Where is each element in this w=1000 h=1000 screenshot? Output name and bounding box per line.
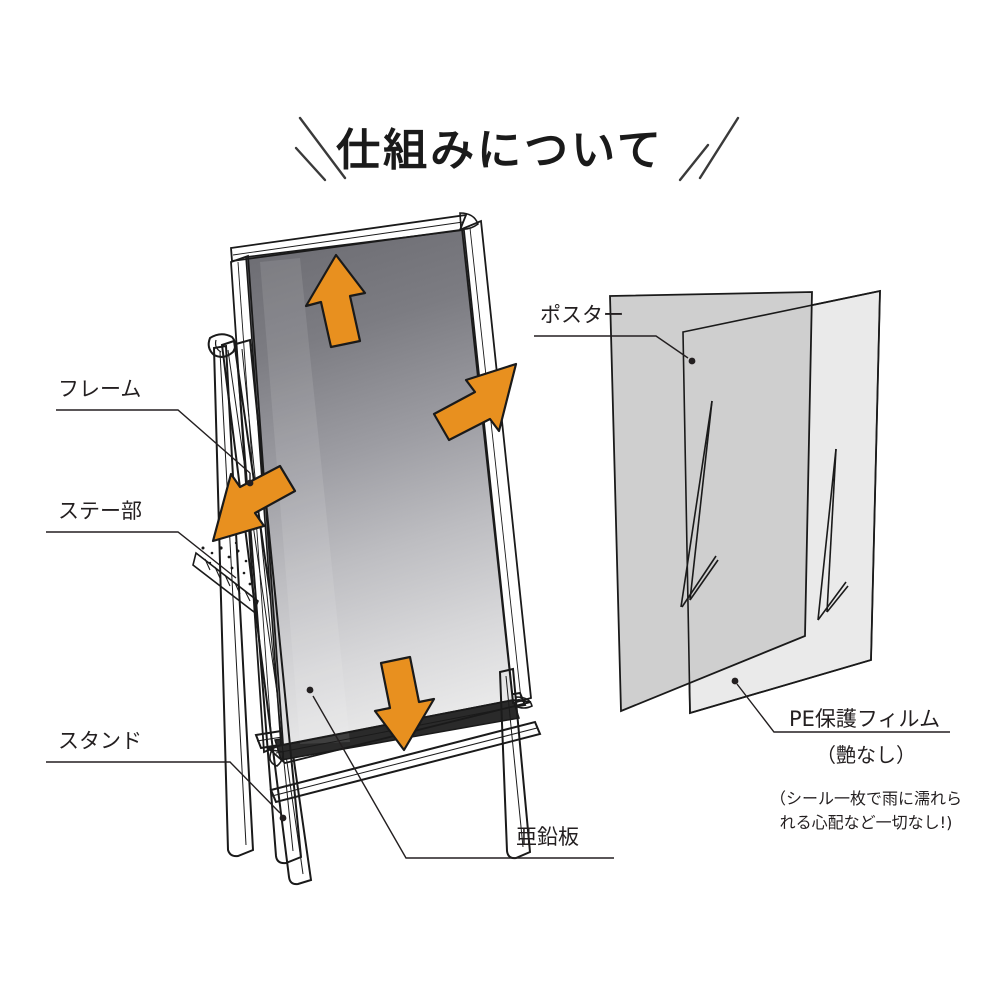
label-frame: フレーム <box>56 377 254 487</box>
front-leg-near-tube <box>234 338 303 865</box>
stay-bar <box>192 541 259 614</box>
arrow-down-icon <box>373 655 436 752</box>
poster-panel <box>245 229 520 761</box>
label-pe-film-text: PE保護フィルム <box>789 707 940 731</box>
frame-rail-left <box>230 254 284 754</box>
double-slash-right-icon-line-1 <box>698 116 740 180</box>
frame-rail-top-line <box>232 221 464 256</box>
sheet-shine-lines <box>680 400 849 621</box>
stand-hinge <box>207 333 237 358</box>
page-title: 仕組みについて <box>336 125 664 176</box>
label-frame-text: フレーム <box>58 377 141 401</box>
pe-film-note-line-2: れる心配など一切なし!) <box>780 813 953 832</box>
rear-leg-tube <box>212 344 255 858</box>
arrow-up-right-icon <box>432 362 518 442</box>
label-zinc-plate-leader <box>312 695 614 859</box>
hinge-detail <box>214 339 222 353</box>
pe-film-note: （シール一枚で雨に濡れら れる心配など一切なし!) <box>770 789 962 832</box>
label-poster-text: ポスター <box>540 303 624 327</box>
stand-front-leg-near <box>234 338 303 865</box>
label-zinc-plate-dot <box>306 686 314 694</box>
front-leg-far-highlight <box>505 675 524 848</box>
pe-film-note-line-1: （シール一枚で雨に濡れら <box>770 789 962 808</box>
label-stay: ステー部 <box>46 499 237 579</box>
rear-brace-tube <box>220 339 313 886</box>
label-pe-film-dot <box>731 677 739 685</box>
label-zinc-plate-text: 亜鉛板 <box>516 825 579 849</box>
label-pe-film-sub-text: （艶なし） <box>816 743 916 767</box>
pe-film-sheet-outline <box>682 290 881 715</box>
stay-speckles <box>201 541 254 586</box>
label-poster-dot <box>688 357 696 365</box>
double-slash-left-icon-line-2 <box>294 146 327 182</box>
frame-rail-right <box>461 219 532 705</box>
label-stay-text: ステー部 <box>58 499 142 523</box>
double-slash-right-icon-line-2 <box>678 143 710 182</box>
frame-rail-right-line <box>469 227 522 700</box>
label-pe-film-leader <box>736 683 950 733</box>
stay-bar-body <box>192 551 259 614</box>
arrow-down-left-icon <box>211 464 297 543</box>
rear-leg-highlight <box>219 351 247 846</box>
label-stand-leader <box>46 761 281 814</box>
rear-brace-highlight <box>227 349 304 875</box>
rear-bottom-rail-highlight <box>271 727 538 797</box>
page-title-group: 仕組みについて <box>294 116 740 182</box>
label-poster-leader <box>534 335 689 359</box>
double-slash-left-icon-line-1 <box>298 116 347 180</box>
poster-sheet-front <box>609 291 813 713</box>
arrow-up-icon <box>304 253 367 349</box>
stay-ratchet-teeth <box>204 558 251 602</box>
label-stay-leader <box>46 531 237 579</box>
poster-and-film-layers-diagram: ポスター PE保護フィルム （艶なし） （シール一枚で雨に濡れら れる心配など一… <box>534 289 962 832</box>
label-stand-text: スタンド <box>58 729 142 753</box>
frame-corner-bottom-right <box>514 696 533 709</box>
stand-rear-brace <box>220 339 313 886</box>
snap-frame <box>230 212 533 767</box>
frame-rail-top <box>230 213 468 263</box>
label-pe-film: PE保護フィルム （艶なし） <box>731 677 950 767</box>
stand-rear-leg <box>212 344 255 858</box>
label-zinc-plate: 亜鉛板 <box>306 686 614 859</box>
a-frame-sign-stand-diagram: フレーム ステー部 スタンド 亜鉛板 <box>46 212 614 886</box>
label-frame-leader <box>56 409 251 474</box>
front-leg-near-highlight <box>241 348 294 852</box>
panel-sheen <box>260 258 350 744</box>
stand-rear-bottom-rail <box>269 720 542 804</box>
frame-corner-top-right <box>459 212 479 230</box>
label-poster: ポスター <box>534 303 696 365</box>
label-stand: スタンド <box>46 729 287 822</box>
label-stand-dot <box>279 814 287 822</box>
hinge-knuckle <box>207 333 237 358</box>
rear-bottom-rail-tube <box>269 720 542 804</box>
